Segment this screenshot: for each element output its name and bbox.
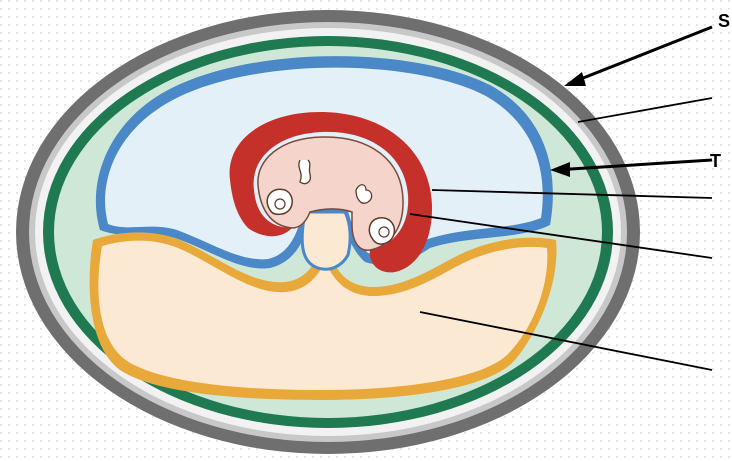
label-t: T [710,152,721,170]
body-stalk [302,212,350,269]
embryo-tail-fold [369,218,394,244]
label-s: S [718,12,730,30]
embryo-neural-detail-left [299,160,311,184]
embryo-head-fold [267,189,292,214]
